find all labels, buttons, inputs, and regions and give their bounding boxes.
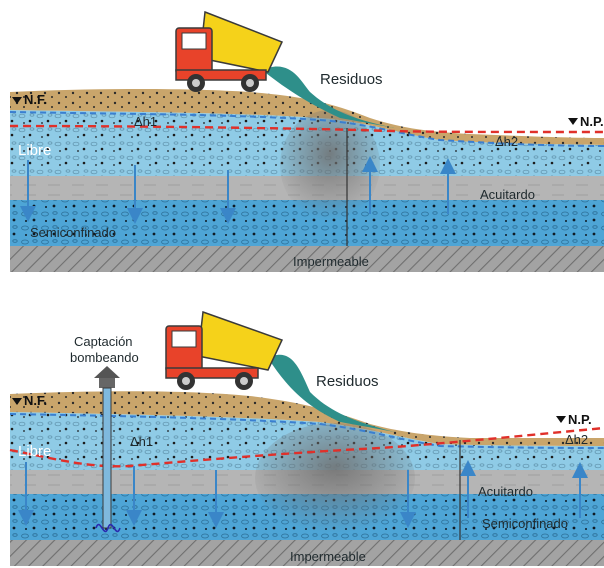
libre-label: Libre [18,443,51,460]
well-label-line1: Captación [74,334,133,349]
impermeable-layer [10,246,604,272]
dh2-label: Δh2 [565,432,588,447]
water-table-triangle-icon [12,398,22,405]
contamination-plume [280,110,380,220]
impermeable-label: Impermeable [290,549,366,564]
bottom-panel: Captación bombeando Residuos N.F. N.P. Δ… [9,310,604,566]
waste-label: Residuos [320,71,383,88]
well-icon [94,366,121,533]
impermeable-label: Impermeable [293,254,369,269]
nf-label: N.F. [24,393,47,408]
water-table-triangle-icon [556,416,566,423]
top-panel: Residuos N.F. N.P. Δh1 Δh2 Libre Acuitar… [9,10,604,272]
acuitardo-label: Acuitardo [478,484,533,499]
np-label: N.P. [580,114,604,129]
impermeable-layer [10,540,604,566]
nf-line [9,413,604,449]
waste-pile [262,66,395,128]
water-table-triangle-icon [568,118,578,125]
nf-label: N.F. [24,92,47,107]
dh2-label: Δh2 [495,134,518,149]
libre-label: Libre [18,142,51,159]
flow-arrows-bottom [18,460,588,528]
waste-pile [268,354,395,432]
well-label-line2: bombeando [70,350,139,365]
dh1-label: Δh1 [134,114,157,129]
np-line [9,426,604,468]
dh1-label: Δh1 [130,434,153,449]
np-line [9,124,604,134]
contamination-plume [255,423,415,533]
semiconfinado-label: Semiconfinado [30,225,116,240]
np-label: N.P. [568,412,592,427]
semiconfinado-label: Semiconfinado [482,516,568,531]
flow-arrows-top [20,156,456,224]
soil-layer [10,391,604,446]
water-table-triangle-icon [12,97,22,104]
nf-line [9,111,604,147]
dump-truck-icon [175,10,284,92]
acuitardo-label: Acuitardo [480,187,535,202]
waste-label: Residuos [316,373,379,390]
dump-truck-icon [165,310,284,390]
